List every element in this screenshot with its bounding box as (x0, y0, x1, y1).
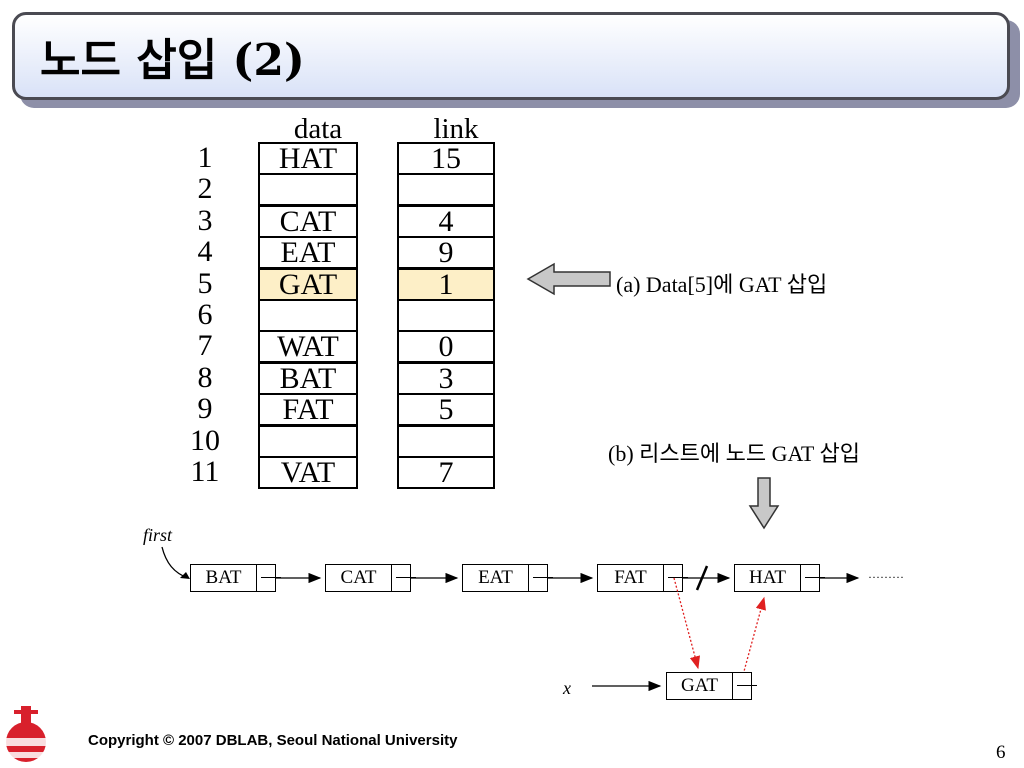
page-number: 6 (996, 742, 1006, 763)
caption-b: (b) 리스트에 노드 GAT 삽입 (608, 441, 860, 466)
data-cell: WAT (258, 330, 358, 363)
node-data: CAT (326, 565, 392, 591)
row-index: 6 (197, 298, 213, 331)
node-data: HAT (735, 565, 801, 591)
link-cell: 9 (397, 236, 495, 269)
node-link (664, 565, 688, 591)
title-banner (12, 12, 1010, 100)
x-label: x (563, 678, 571, 698)
list-node-cat: CAT (325, 564, 416, 592)
link-column-header: link (433, 113, 479, 145)
link-cell: 4 (397, 205, 495, 238)
link-cell: 1 (397, 268, 495, 301)
node-link (733, 673, 757, 699)
dblab-logo-icon (0, 700, 78, 768)
node-data: EAT (463, 565, 529, 591)
first-pointer-arrow (161, 546, 190, 579)
first-label: first (143, 525, 173, 545)
link-cell: 3 (397, 362, 495, 395)
data-cell: VAT (258, 456, 358, 489)
link-cell: 15 (397, 142, 495, 175)
slide-title: 노드 삽입 (2) (40, 35, 305, 86)
data-cell: GAT (258, 268, 358, 301)
left-arrow-icon (526, 262, 611, 296)
link-cell: 5 (397, 393, 495, 426)
node-data: BAT (191, 565, 257, 591)
down-arrow-icon (748, 477, 780, 530)
node-data: FAT (598, 565, 664, 591)
row-index: 4 (197, 235, 213, 268)
list-node-eat: EAT (462, 564, 553, 592)
row-index: 2 (197, 172, 213, 205)
list-node-gat: GAT (666, 672, 757, 700)
data-column-header: data (293, 113, 343, 145)
copyright-text: Copyright © 2007 DBLAB, Seoul National U… (88, 732, 458, 749)
data-cell: EAT (258, 236, 358, 269)
caption-a: (a) Data[5]에 GAT 삽입 (616, 272, 828, 297)
row-index: 5 (197, 267, 213, 300)
data-cell (258, 425, 358, 458)
node-data: GAT (667, 673, 733, 699)
node-link (801, 565, 825, 591)
link-cell: 0 (397, 330, 495, 363)
row-index: 10 (190, 424, 220, 457)
row-index: 9 (197, 392, 213, 425)
node-link (257, 565, 281, 591)
data-cell: CAT (258, 205, 358, 238)
row-index: 11 (190, 455, 220, 488)
row-index: 7 (197, 329, 213, 362)
list-node-bat: BAT (190, 564, 281, 592)
node-link (529, 565, 553, 591)
list-continuation-dots: ········· (868, 570, 904, 584)
row-index: 3 (197, 204, 213, 237)
link-cell: 7 (397, 456, 495, 489)
row-index: 8 (197, 361, 213, 394)
node-link (392, 565, 416, 591)
list-node-hat: HAT (734, 564, 825, 592)
link-cell (397, 173, 495, 206)
row-index: 1 (197, 141, 213, 174)
list-node-fat: FAT (597, 564, 688, 592)
